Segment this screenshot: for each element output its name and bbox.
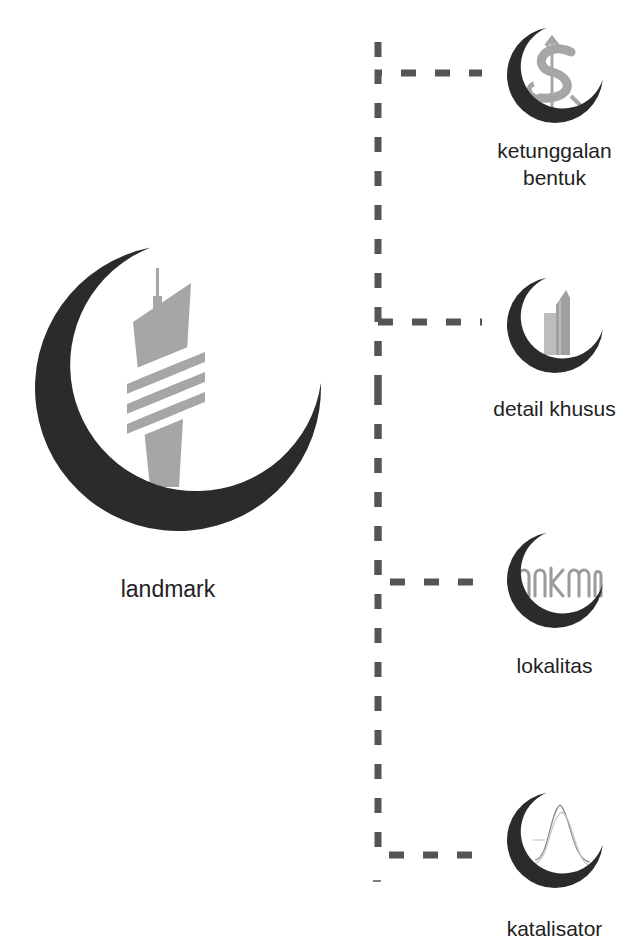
curve-axis: [533, 839, 545, 840]
crescent-outline: [482, 790, 632, 895]
dashed-connector: [378, 73, 482, 390]
criterion-node: lokalitas: [482, 530, 632, 690]
crescent-outline: [20, 240, 378, 540]
criterion-node: katalisator: [482, 790, 632, 940]
crescent-outline: [482, 275, 632, 380]
building-tall: [556, 290, 570, 355]
crescent-arc: [507, 533, 603, 628]
tower-spire: [156, 268, 159, 298]
glyph-stroke: [551, 568, 563, 596]
crescent-arc: [35, 248, 321, 531]
buildings-icon: [544, 290, 570, 355]
crescent-arc: [507, 278, 603, 373]
dashed-connector: [378, 322, 482, 390]
node-label: detail khusus: [492, 395, 617, 422]
crescent-arc: [507, 28, 603, 123]
glyph-stroke: [535, 570, 545, 596]
building-low: [544, 313, 556, 355]
dashed-connector: [378, 390, 482, 582]
building-edge: [560, 300, 561, 355]
crescent-arc: [507, 793, 603, 888]
bracket-end: [375, 42, 382, 73]
node-label: lokalitas: [492, 652, 617, 679]
tower-band-gap: [127, 402, 205, 442]
bracket-tick: [373, 880, 381, 882]
curve-icon: [533, 805, 592, 866]
criterion-node: detail khusus: [482, 275, 632, 455]
node-label: katalisator: [492, 915, 617, 940]
curve-line: [535, 805, 590, 862]
landmark-node: landmark: [20, 240, 378, 610]
crescent-outline: [482, 25, 632, 130]
dashed-connector: [378, 390, 482, 855]
ornament-crown: [546, 38, 558, 46]
node-label: ketunggalan bentuk: [492, 137, 617, 191]
crescent-outline: [482, 530, 632, 635]
glyph-stroke: [569, 570, 589, 596]
node-label: landmark: [20, 575, 316, 603]
criterion-node: ketunggalan bentuk: [482, 25, 632, 195]
tower-icon: [127, 268, 205, 487]
ornament-curl: [540, 49, 571, 98]
curve-line: [533, 812, 592, 866]
script-glyph-icon: [519, 568, 601, 596]
